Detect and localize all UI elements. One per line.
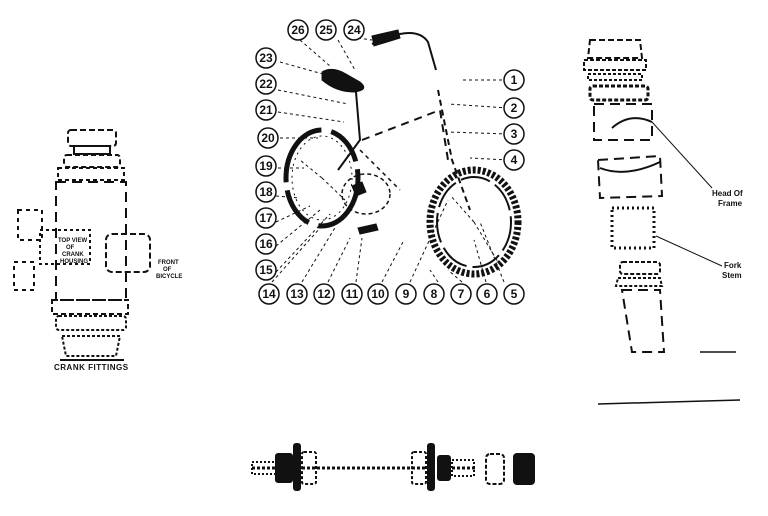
crank-top-view-label-2: OF xyxy=(66,245,75,251)
callout-6-label: 6 xyxy=(484,287,491,301)
callout-19-label: 19 xyxy=(259,159,273,173)
callout-15: 15 xyxy=(255,259,277,281)
callout-18: 18 xyxy=(255,181,277,203)
bicycle-drawing xyxy=(271,29,522,283)
callout-10-label: 10 xyxy=(371,287,385,301)
callout-9-label: 9 xyxy=(403,287,410,301)
callout-16-label: 16 xyxy=(259,237,273,251)
callout-24-label: 24 xyxy=(347,23,361,37)
callout-9: 9 xyxy=(395,283,417,305)
callout-7: 7 xyxy=(450,283,472,305)
crank-front-label-2: OF xyxy=(163,267,172,273)
callout-2-label: 2 xyxy=(511,101,518,115)
callout-16: 16 xyxy=(255,233,277,255)
callout-8: 8 xyxy=(423,283,445,305)
crank-top-view-label-1: TOP VIEW xyxy=(58,238,87,244)
callout-15-label: 15 xyxy=(259,263,273,277)
crank-front-label-3: BICYCLE xyxy=(156,274,182,280)
crank-fittings-caption: CRANK FITTINGS xyxy=(54,363,129,372)
callout-21: 21 xyxy=(255,99,277,121)
callout-14-label: 14 xyxy=(262,287,276,301)
callout-5: 5 xyxy=(503,283,525,305)
callout-14: 14 xyxy=(258,283,280,305)
callout-19: 19 xyxy=(255,155,277,177)
callout-13: 13 xyxy=(286,283,308,305)
callout-6: 6 xyxy=(476,283,498,305)
callout-11: 11 xyxy=(341,283,363,305)
callout-25: 25 xyxy=(315,19,337,41)
callout-8-label: 8 xyxy=(431,287,438,301)
axle-drawing xyxy=(251,443,535,491)
callout-2: 2 xyxy=(503,97,525,119)
callout-4: 4 xyxy=(503,149,525,171)
fork-stem-label-1: Fork xyxy=(724,261,742,270)
callout-5-label: 5 xyxy=(511,287,518,301)
callout-13-label: 13 xyxy=(290,287,304,301)
callout-12: 12 xyxy=(313,283,335,305)
head-of-frame-label-1: Head Of xyxy=(712,189,743,198)
head-of-frame-label-2: Frame xyxy=(718,199,743,208)
callout-23-label: 23 xyxy=(259,51,273,65)
callout-7-label: 7 xyxy=(458,287,465,301)
crank-fittings-drawing xyxy=(13,129,151,361)
callout-26-label: 26 xyxy=(291,23,305,37)
callout-18-label: 18 xyxy=(259,185,273,199)
headset-drawing xyxy=(583,39,741,405)
crank-top-view-label-3: CRANK xyxy=(62,252,84,258)
callout-23: 23 xyxy=(255,47,277,69)
callout-20-label: 20 xyxy=(261,131,275,145)
callout-4-label: 4 xyxy=(511,153,518,167)
callout-1-label: 1 xyxy=(511,73,518,87)
callout-1: 1 xyxy=(503,69,525,91)
callout-22-label: 22 xyxy=(259,77,273,91)
callout-10: 10 xyxy=(367,283,389,305)
fork-stem-label-2: Stem xyxy=(722,271,742,280)
callout-3: 3 xyxy=(503,123,525,145)
callout-17-label: 17 xyxy=(259,211,273,225)
callout-25-label: 25 xyxy=(319,23,333,37)
callout-22: 22 xyxy=(255,73,277,95)
callout-12-label: 12 xyxy=(317,287,331,301)
callout-17: 17 xyxy=(255,207,277,229)
callout-20: 20 xyxy=(257,127,279,149)
callout-11-label: 11 xyxy=(346,287,359,301)
crank-front-label-1: FRONT xyxy=(158,260,179,266)
crank-top-view-label-4: HOUSING xyxy=(60,259,88,265)
callout-21-label: 21 xyxy=(259,103,273,117)
callout-26: 26 xyxy=(287,19,309,41)
callout-3-label: 3 xyxy=(511,127,518,141)
callout-24: 24 xyxy=(343,19,365,41)
